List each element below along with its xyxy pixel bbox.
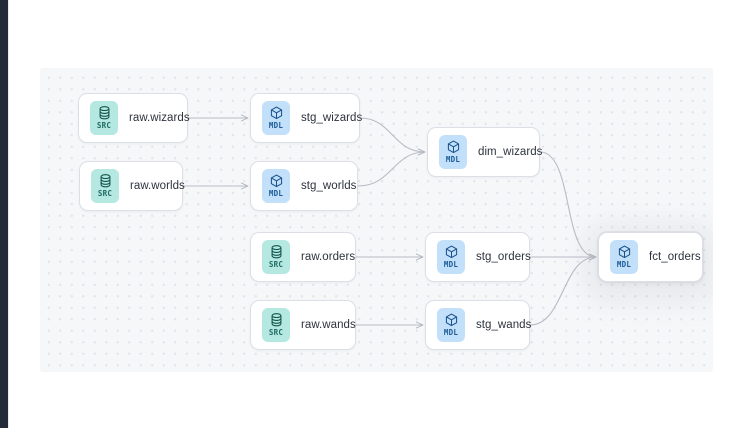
node-kind-label: MDL bbox=[443, 260, 459, 269]
cube-icon bbox=[270, 106, 283, 120]
node-kind-label: SRC bbox=[268, 328, 284, 337]
lineage-node-raw-orders[interactable]: SRC raw.orders bbox=[250, 232, 356, 282]
node-label: raw.worlds bbox=[130, 180, 185, 192]
edge-dim-wizards-to-fct-orders bbox=[539, 151, 596, 257]
node-kind-badge: MDL bbox=[262, 101, 290, 135]
node-label: stg_wizards bbox=[301, 112, 363, 124]
node-kind-label: MDL bbox=[268, 121, 284, 130]
lineage-node-raw-wizards[interactable]: SRC raw.wizards bbox=[78, 93, 190, 143]
lineage-node-raw-wands[interactable]: SRC raw.wands bbox=[250, 300, 356, 350]
node-label: stg_worlds bbox=[301, 180, 357, 192]
rail-divider bbox=[8, 0, 9, 428]
node-kind-label: MDL bbox=[443, 328, 459, 337]
edge-stg-worlds-to-dim-wizards bbox=[357, 152, 425, 187]
node-kind-badge: MDL bbox=[437, 308, 465, 342]
lineage-node-stg-wizards[interactable]: MDL stg_wizards bbox=[250, 93, 363, 143]
node-label: raw.wands bbox=[301, 319, 356, 331]
node-kind-badge: MDL bbox=[610, 240, 638, 274]
cube-icon bbox=[270, 174, 283, 188]
node-kind-badge: SRC bbox=[90, 101, 118, 135]
node-kind-badge: MDL bbox=[262, 169, 290, 203]
node-label: fct_orders bbox=[649, 251, 701, 263]
cube-icon bbox=[445, 313, 458, 327]
node-label: dim_wizards bbox=[478, 146, 543, 158]
lineage-node-raw-worlds[interactable]: SRC raw.worlds bbox=[79, 161, 185, 211]
cube-icon bbox=[445, 245, 458, 259]
node-label: raw.wizards bbox=[129, 112, 190, 124]
node-label: stg_wands bbox=[476, 319, 532, 331]
app-navigation-rail bbox=[0, 0, 8, 428]
node-kind-badge: MDL bbox=[437, 240, 465, 274]
node-kind-label: MDL bbox=[268, 189, 284, 198]
lineage-node-stg-wands[interactable]: MDL stg_wands bbox=[425, 300, 532, 350]
edge-stg-wands-to-fct-orders bbox=[529, 257, 596, 326]
lineage-node-dim-wizards[interactable]: MDL dim_wizards bbox=[427, 127, 543, 177]
node-kind-badge: SRC bbox=[262, 240, 290, 274]
node-kind-label: SRC bbox=[96, 121, 112, 130]
node-label: stg_orders bbox=[476, 251, 531, 263]
node-kind-badge: SRC bbox=[262, 308, 290, 342]
node-kind-badge: MDL bbox=[439, 135, 467, 169]
node-kind-label: MDL bbox=[616, 260, 632, 269]
node-kind-label: MDL bbox=[445, 155, 461, 164]
lineage-node-fct-orders[interactable]: MDL fct_orders bbox=[598, 232, 703, 282]
lineage-node-stg-orders[interactable]: MDL stg_orders bbox=[425, 232, 531, 282]
database-icon bbox=[98, 106, 111, 120]
lineage-node-stg-worlds[interactable]: MDL stg_worlds bbox=[250, 161, 358, 211]
database-icon bbox=[270, 313, 283, 327]
cube-icon bbox=[447, 140, 460, 154]
database-icon bbox=[270, 245, 283, 259]
cube-icon bbox=[618, 245, 631, 259]
node-kind-badge: SRC bbox=[91, 169, 119, 203]
node-kind-label: SRC bbox=[268, 260, 284, 269]
node-kind-label: SRC bbox=[97, 189, 113, 198]
edge-stg-wizards-to-dim-wizards bbox=[359, 117, 425, 152]
database-icon bbox=[99, 174, 112, 188]
node-label: raw.orders bbox=[301, 251, 356, 263]
